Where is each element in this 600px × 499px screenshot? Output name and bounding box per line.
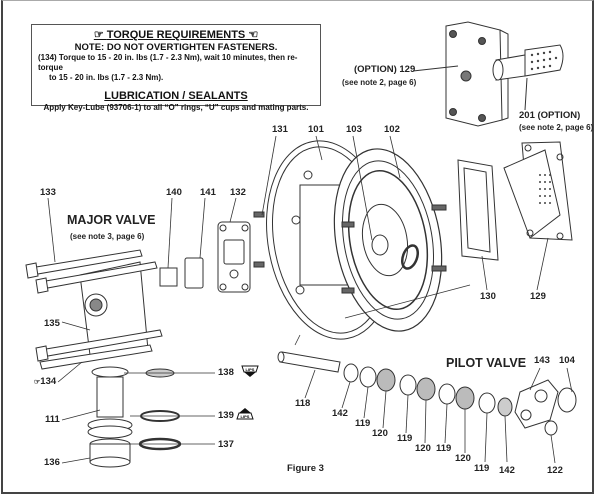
- part-label-136: 136: [44, 457, 60, 468]
- part-label-120: 120: [372, 428, 388, 439]
- part-label-119: 119: [436, 443, 452, 454]
- torque-warning: NOTE: DO NOT OVERTIGHTEN FASTENERS.: [74, 42, 278, 53]
- option-cap-129: [445, 21, 509, 127]
- option-201-label: 201 (OPTION): [519, 110, 581, 121]
- muffler-201: [492, 44, 564, 111]
- torque-line-2: to 15 - 20 in. lbs (1.7 - 2.3 Nm).: [49, 73, 164, 82]
- pointing-hand-icon: ☞: [34, 379, 41, 386]
- pointing-hand-icon: ☞: [93, 29, 107, 41]
- part-label-134: ☞134: [34, 376, 57, 387]
- lips-down-arrow-icon: LIPS: [241, 365, 259, 377]
- major-valve-heading: MAJOR VALVE: [67, 213, 156, 227]
- part-label-119: 119: [355, 418, 371, 429]
- part-label-118: 118: [295, 398, 311, 409]
- part-label-142: 142: [332, 408, 348, 419]
- major-valve-body-135: [79, 261, 149, 356]
- part-label-130: 130: [480, 291, 496, 302]
- pilot-spool-118: [277, 351, 341, 373]
- valve-plate-132: [217, 221, 251, 293]
- part-label-101: 101: [308, 124, 324, 135]
- part-label-139: 139: [218, 410, 234, 421]
- pad-141: [184, 257, 204, 289]
- part-label-119: 119: [397, 433, 413, 444]
- figure-frame: [1, 0, 594, 494]
- part-label-131: 131: [272, 124, 288, 135]
- part-label-143: 143: [534, 355, 550, 366]
- option-201-note: (see note 2, page 6): [519, 123, 594, 132]
- part-label-102: 102: [384, 124, 400, 135]
- block-140: [159, 267, 178, 287]
- gasket-130: [457, 159, 499, 261]
- notes-box: ☞ TORQUE REQUIREMENTS ☜ NOTE: DO NOT OVE…: [31, 24, 321, 112]
- studs-131: [253, 204, 447, 294]
- part-label-111: 111: [45, 414, 60, 425]
- part-label-120: 120: [455, 453, 471, 464]
- bolts-133: [25, 249, 163, 370]
- lips-text: LIPS: [246, 367, 255, 372]
- part-label-137: 137: [218, 439, 234, 450]
- option-129-note: (see note 2, page 6): [342, 78, 417, 87]
- torque-line-1: (134) Torque to 15 - 20 in. lbs (1.7 - 2…: [38, 53, 298, 72]
- piston-111: [87, 366, 133, 439]
- part-label-133: 133: [40, 187, 56, 198]
- plate-102: [333, 148, 443, 332]
- leader-lines: [47, 135, 573, 464]
- figure-caption: Figure 3: [287, 463, 324, 474]
- cap-129: [503, 141, 573, 241]
- part-label-129: 129: [530, 291, 546, 302]
- part-label-132: 132: [230, 187, 246, 198]
- torque-title: TORQUE REQUIREMENTS: [106, 29, 246, 41]
- ring-122: [544, 420, 558, 436]
- part-label-138: 138: [218, 367, 234, 378]
- part-label-140: 140: [166, 187, 182, 198]
- part-label-142: 142: [499, 465, 515, 476]
- sleeve-136: [89, 438, 131, 468]
- part-label-104: 104: [559, 355, 575, 366]
- lips-up-arrow-icon: LIPS: [236, 408, 254, 420]
- major-valve-note: (see note 3, page 6): [70, 232, 145, 241]
- ring-104: [557, 387, 577, 413]
- part-label-103: 103: [346, 124, 362, 135]
- lubrication-text: Apply Key-Lube (93706-1) to all “O” ring…: [43, 103, 309, 112]
- part-label-135: 135: [44, 318, 60, 329]
- lubrication-title: LUBRICATION / SEALANTS: [104, 90, 248, 102]
- pointing-hand-icon: ☜: [245, 29, 259, 41]
- part-label-120: 120: [415, 443, 431, 454]
- part-label-141: 141: [200, 187, 216, 198]
- part-label-119: 119: [474, 463, 490, 474]
- part-label-122: 122: [547, 465, 563, 476]
- option-129-label: (OPTION) 129: [354, 64, 416, 75]
- lips-text: LIPS: [241, 414, 250, 419]
- end-plate-143: [514, 379, 559, 429]
- pilot-stack: [343, 363, 513, 417]
- pilot-valve-heading: PILOT VALVE: [446, 356, 527, 370]
